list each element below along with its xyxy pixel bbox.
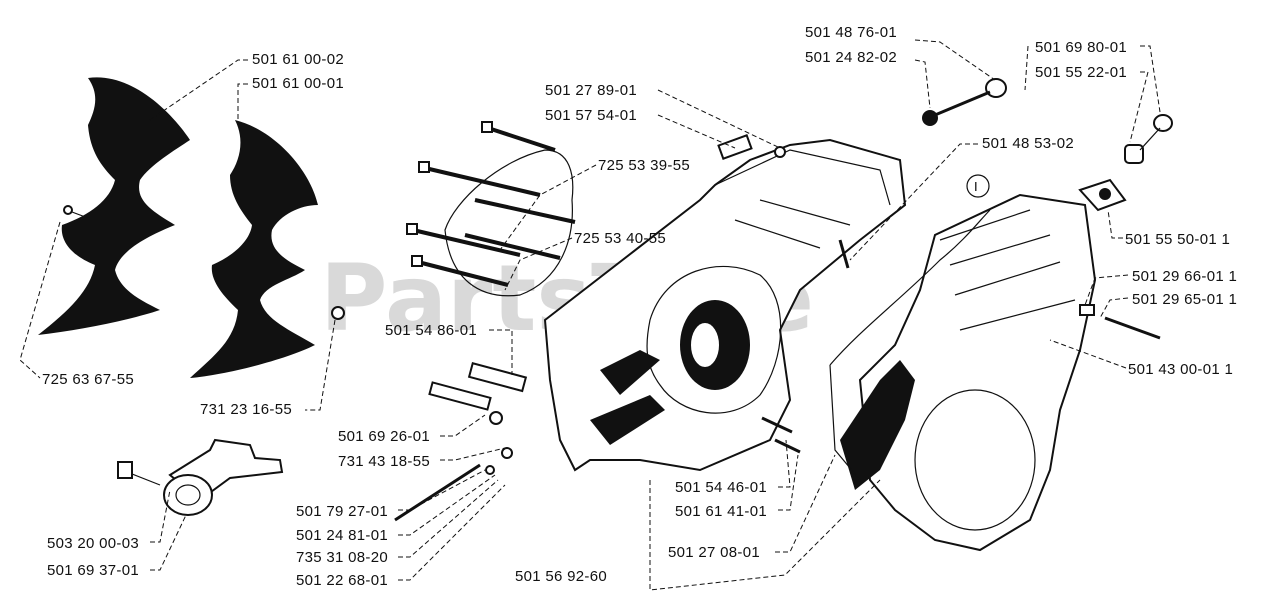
callout-501-54-86-01: 501 54 86-01: [385, 322, 477, 339]
pins-501-54-86-part: [428, 362, 528, 475]
callout-731-23-16-55: 731 23 16-55: [200, 401, 292, 418]
callout-501-57-54-01: 501 57 54-01: [545, 107, 637, 124]
valve-501-69-80-part: [1078, 114, 1173, 212]
callout-501-61-00-02: 501 61 00-02: [252, 51, 344, 68]
bolt-501-29-part: [1079, 304, 1161, 340]
circled-marker: I: [974, 179, 978, 194]
crankcase-bore-part: [646, 265, 782, 414]
crank-bore-center-part: [691, 323, 719, 367]
cable-501-79-27-part: [394, 463, 481, 522]
callout-501-24-81-01: 501 24 81-01: [296, 527, 388, 544]
callout-501-79-27-01: 501 79 27-01: [296, 503, 388, 520]
crankcase-right-fins-part: [939, 209, 1076, 331]
callout-501-54-46-01: 501 54 46-01: [675, 479, 767, 496]
crankcase-gasket-part: [829, 209, 991, 481]
callout-501-48-76-01: 501 48 76-01: [805, 24, 897, 41]
right-cover-part: [190, 120, 318, 378]
crankcase-right-half-part: [858, 193, 1097, 552]
callout-501-27-89-01: 501 27 89-01: [545, 82, 637, 99]
callout-501-48-53-02: 501 48 53-02: [982, 135, 1074, 152]
callout-501-55-50-01: 501 55 50-01 1: [1125, 231, 1230, 248]
callout-503-20-00-03: 503 20 00-03: [47, 535, 139, 552]
crankcase-right-dark-part: [840, 360, 915, 490]
crankcase-right-bore-part: [914, 389, 1036, 531]
circled-marker-ring: [966, 174, 990, 198]
callout-501-56-92-60: 501 56 92-60: [515, 568, 607, 585]
studs-501-54-46-part: [761, 416, 801, 454]
callout-501-29-65-01: 501 29 65-01 1: [1132, 291, 1237, 308]
callout-501-43-00-01: 501 43 00-01 1: [1128, 361, 1233, 378]
screw-501-48-53-part: [838, 239, 850, 269]
left-cover-part: [38, 77, 190, 335]
rest-501-27-89-part: [717, 134, 786, 160]
callout-731-43-18-55: 731 43 18-55: [338, 453, 430, 470]
screw-725-63-67-part: [63, 205, 89, 219]
callout-735-31-08-20: 735 31 08-20: [296, 549, 388, 566]
plug-501-48-76-part: [922, 78, 1007, 126]
callout-labels: 501 61 00-02 501 61 00-01 725 63 67-55 7…: [42, 24, 1237, 589]
callout-501-69-37-01: 501 69 37-01: [47, 562, 139, 579]
nut-731-23-16-part: [331, 306, 345, 320]
bracket-assembly-part: [117, 438, 284, 516]
callout-501-29-66-01: 501 29 66-01 1: [1132, 268, 1237, 285]
gasket-part: [444, 149, 574, 297]
callout-501-69-26-01: 501 69 26-01: [338, 428, 430, 445]
callout-501-61-41-01: 501 61 41-01: [675, 503, 767, 520]
callout-501-22-68-01: 501 22 68-01: [296, 572, 388, 589]
callout-501-27-08-01: 501 27 08-01: [668, 544, 760, 561]
callout-725-53-40-55: 725 53 40-55: [574, 230, 666, 247]
callout-501-61-00-01: 501 61 00-01: [252, 75, 344, 92]
callout-501-24-82-02: 501 24 82-02: [805, 49, 897, 66]
leader-lines: [19, 39, 1161, 591]
callout-501-55-22-01: 501 55 22-01: [1035, 64, 1127, 81]
callout-501-69-80-01: 501 69 80-01: [1035, 39, 1127, 56]
crankcase-rib-part: [590, 350, 665, 445]
callout-725-53-39-55: 725 53 39-55: [598, 157, 690, 174]
callout-725-63-67-55: 725 63 67-55: [42, 371, 134, 388]
crankcase-top-edge-part: [714, 149, 891, 249]
